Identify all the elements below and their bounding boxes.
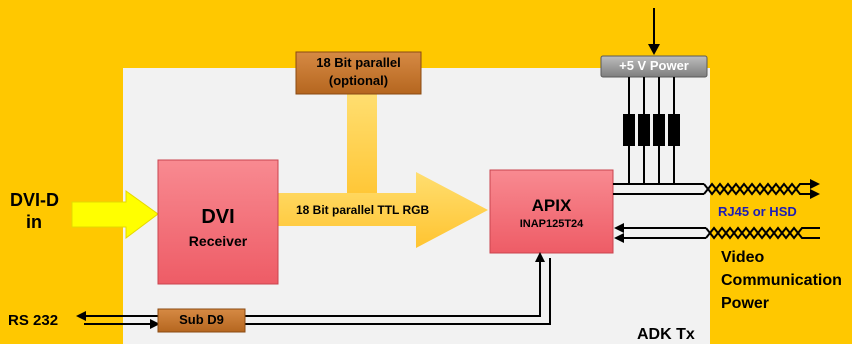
connector-label: RJ45 or HSD [718,204,797,219]
parallel-optional-box [295,51,422,95]
dvi-receiver-subtitle: Receiver [188,233,248,249]
ttl-rgb-arrow [270,172,488,248]
serial-lines [84,258,551,325]
output-arrowhead-2 [810,189,820,199]
optional-parallel-stem [347,94,377,206]
input-arrowhead-1 [614,223,624,233]
subd9-label: Sub D9 [179,312,224,327]
parallel-optional-line2: (optional) [328,73,389,88]
serial-arrowhead-left [76,311,86,321]
power-input-arrowhead [648,44,660,55]
output-power-label: Power [721,295,770,312]
dvi-receiver-title: DVI [201,206,235,228]
dvi-input-label-line2: in [26,212,42,232]
power-box-label: +5 V Power [619,58,689,73]
apix-input-lines [622,226,820,240]
dvi-input-arrow [71,190,159,239]
serial-arrowhead-right [150,319,160,329]
dvi-receiver-box [157,159,279,285]
ttl-rgb-label: 18 Bit parallel TTL RGB [296,203,430,217]
dvi-input-label-line1: DVI-D [10,190,59,210]
apix-part-number: INAP125T24 [519,218,584,230]
parallel-optional-line1: 18 Bit parallel [316,55,401,70]
apix-title: APIX [531,196,572,215]
rs232-label: RS 232 [8,312,59,329]
input-arrowhead-2 [614,233,624,243]
apix-box [489,169,614,254]
board-label: ADK Tx [637,326,695,343]
output-arrowhead-1 [810,179,820,189]
apix-output-lines [613,182,812,196]
ferrite-beads [623,114,680,146]
apix-rx-arrowhead [535,252,545,262]
power-box [600,55,708,78]
output-communication-label: Communication [721,272,842,289]
subd9-box [157,308,246,333]
output-video-label: Video [721,249,765,266]
